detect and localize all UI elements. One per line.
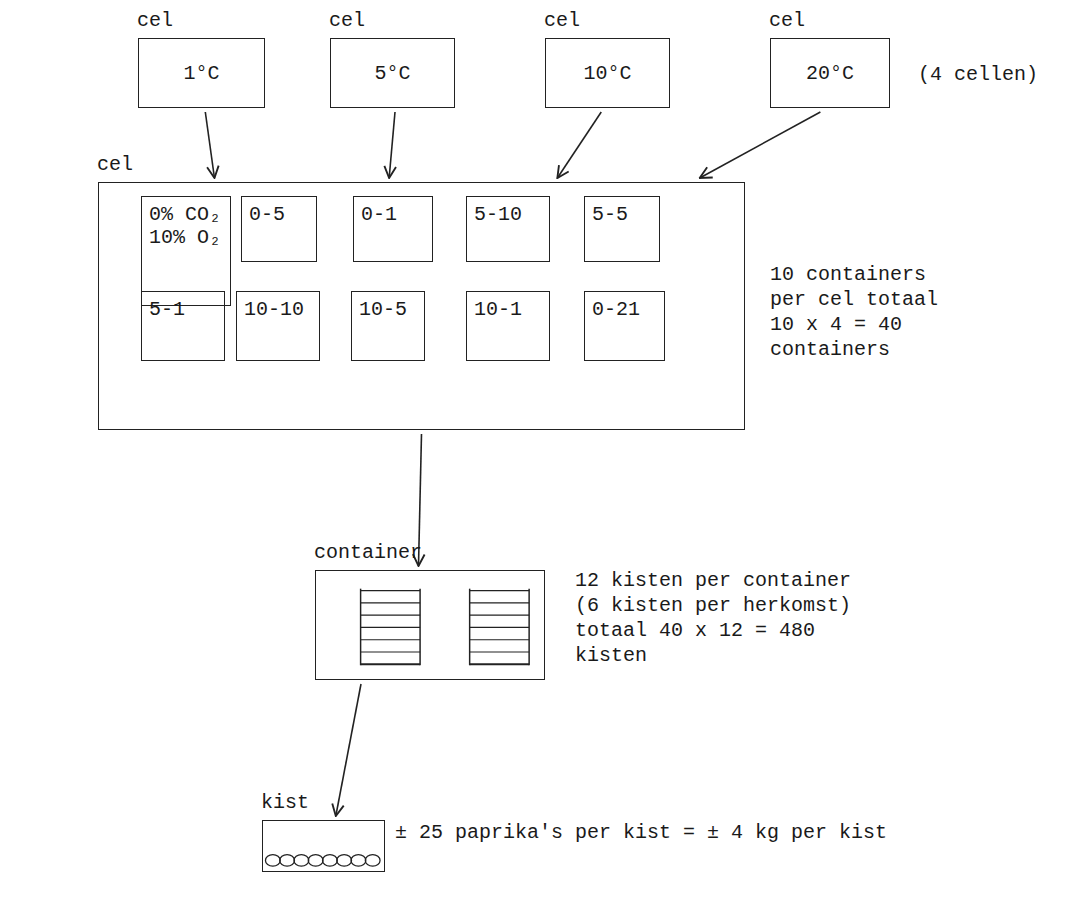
box-text-area: 5-10: [467, 197, 549, 232]
box-heading: cel: [544, 9, 580, 32]
box-heading: cel: [329, 9, 365, 32]
box-text-area: 5°C: [367, 56, 417, 91]
flow-arrow: [336, 684, 361, 816]
container-box: 0-5: [241, 196, 317, 262]
box-text-area: 10-10: [237, 292, 319, 327]
container-box: 5-5: [584, 196, 660, 262]
box-text-area: 0-21: [585, 292, 664, 327]
storage-box: cel20°C: [770, 38, 890, 108]
cell-box: cel0% CO₂ 10% O₂0-50-15-105-55-110-1010-…: [98, 182, 745, 430]
storage-box: cel10°C: [545, 38, 670, 108]
storage-box: cel1°C: [138, 38, 265, 108]
box-heading: cel: [97, 153, 133, 176]
box-label: 5-1: [149, 298, 217, 321]
box-label: 10°C: [583, 62, 631, 85]
box-text-area: 5-5: [585, 197, 659, 232]
flow-arrow: [700, 112, 821, 178]
flow-arrow: [389, 112, 395, 178]
container-box: 0-1: [353, 196, 433, 262]
box-text-area: 10-1: [467, 292, 549, 327]
quantity-note: 10 containers per cel totaal 10 x 4 = 40…: [770, 262, 960, 362]
peppers: [263, 821, 384, 871]
quantity-note: 12 kisten per container (6 kisten per he…: [575, 568, 867, 668]
box-text-area: 10-5: [352, 292, 424, 327]
box-text-area: 5-1: [142, 292, 224, 327]
box-label: 0% CO₂ 10% O₂: [149, 203, 223, 249]
box-text-area: 0% CO₂ 10% O₂: [142, 197, 230, 255]
box-heading: container: [314, 541, 422, 564]
box-heading: kist: [261, 791, 309, 814]
container-box: 10-10: [236, 291, 320, 361]
box-label: 10-10: [244, 298, 312, 321]
box-text-area: 1°C: [176, 56, 226, 91]
storage-box: container: [315, 570, 545, 680]
count-note: (4 cellen): [918, 62, 1038, 87]
box-text-area: 0-5: [242, 197, 316, 232]
container-box: 5-10: [466, 196, 550, 262]
box-text-area: 10°C: [576, 56, 638, 91]
box-text-area: 20°C: [799, 56, 861, 91]
flow-arrow: [205, 112, 214, 178]
box-label: 0-5: [249, 203, 309, 226]
box-label: 10-5: [359, 298, 417, 321]
box-heading: cel: [769, 9, 805, 32]
crate-stacks: [316, 571, 544, 679]
box-heading: cel: [137, 9, 173, 32]
container-box: 0% CO₂ 10% O₂: [141, 196, 231, 306]
flow-arrow: [557, 112, 601, 178]
box-label: 1°C: [183, 62, 219, 85]
box-text-area: 0-1: [354, 197, 432, 232]
box-label: 20°C: [806, 62, 854, 85]
container-box: 0-21: [584, 291, 665, 361]
quantity-note: ± 25 paprika's per kist = ± 4 kg per kis…: [395, 820, 887, 845]
storage-box: kist: [262, 820, 385, 872]
box-label: 5°C: [374, 62, 410, 85]
box-label: 5-5: [592, 203, 652, 226]
container-box: 5-1: [141, 291, 225, 361]
box-label: 0-21: [592, 298, 657, 321]
storage-box: cel5°C: [330, 38, 455, 108]
box-label: 5-10: [474, 203, 542, 226]
box-label: 0-1: [361, 203, 425, 226]
container-box: 10-1: [466, 291, 550, 361]
container-box: 10-5: [351, 291, 425, 361]
box-label: 10-1: [474, 298, 542, 321]
